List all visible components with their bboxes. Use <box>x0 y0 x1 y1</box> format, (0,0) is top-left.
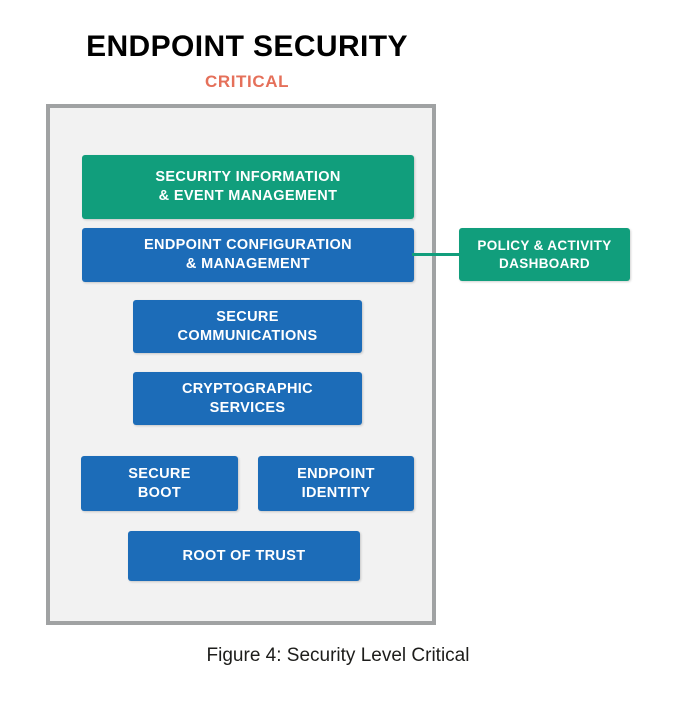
block-endpoint-identity[interactable]: ENDPOINT IDENTITY <box>258 456 414 511</box>
block-label: ENDPOINT IDENTITY <box>297 465 375 501</box>
block-label: SECURE BOOT <box>128 465 191 501</box>
block-label: ROOT OF TRUST <box>182 547 306 564</box>
block-label: SECURE COMMUNICATIONS <box>177 308 318 344</box>
block-security-information-event-management[interactable]: SECURITY INFORMATION & EVENT MANAGEMENT <box>82 155 414 219</box>
figure-caption: Figure 4: Security Level Critical <box>206 645 470 666</box>
block-secure-boot[interactable]: SECURE BOOT <box>81 456 238 511</box>
block-label: ENDPOINT CONFIGURATION & MANAGEMENT <box>143 237 352 272</box>
block-label: CRYPTOGRAPHIC SERVICES <box>181 380 314 416</box>
block-secure-communications[interactable]: SECURE COMMUNICATIONS <box>133 300 362 353</box>
connector-line-endpoint-config-to-dashboard <box>412 253 461 256</box>
page-title: ENDPOINT SECURITY <box>86 30 408 63</box>
block-cryptographic-services[interactable]: CRYPTOGRAPHIC SERVICES <box>133 372 362 425</box>
block-label: POLICY & ACTIVITY DASHBOARD <box>477 238 612 271</box>
security-level-subtitle: CRITICAL <box>204 72 290 91</box>
block-policy-activity-dashboard[interactable]: POLICY & ACTIVITY DASHBOARD <box>459 228 630 281</box>
block-endpoint-configuration-management[interactable]: ENDPOINT CONFIGURATION & MANAGEMENT <box>82 228 414 282</box>
block-label: SECURITY INFORMATION & EVENT MANAGEMENT <box>155 169 341 204</box>
block-root-of-trust[interactable]: ROOT OF TRUST <box>128 531 360 581</box>
